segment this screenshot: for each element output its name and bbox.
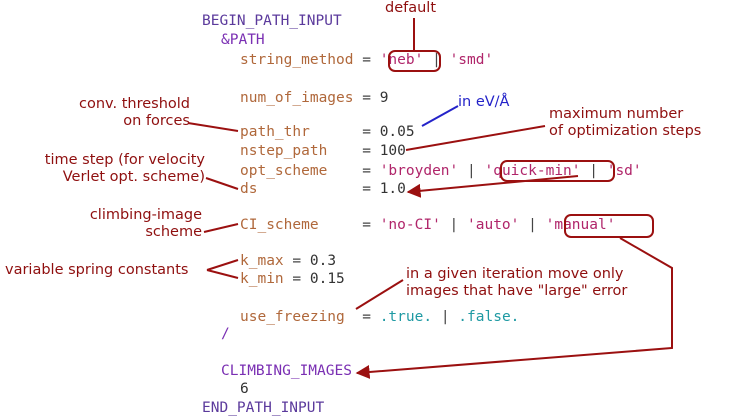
separator: |	[449, 217, 459, 233]
conv-threshold-label: conv. threshold on forces	[79, 96, 190, 129]
line-num-of-images: num_of_images = 9	[240, 90, 388, 107]
namelist-end-slash: /	[221, 326, 230, 342]
line-ds: ds = 1.0	[240, 181, 406, 198]
climbing-image-scheme-label: climbing-image scheme	[89, 207, 202, 240]
equals-sign: =	[292, 271, 302, 287]
value-nstep-path: 100	[379, 143, 406, 159]
line-ci-scheme: CI_scheme = 'no-CI' | 'auto' | 'manual'	[240, 217, 615, 234]
line-path-thr: path_thr = 0.05	[240, 124, 415, 141]
default-label: default	[385, 0, 437, 16]
var-nstep-path: nstep_path	[240, 143, 328, 159]
ci-scheme-connector	[203, 223, 239, 233]
var-use-freezing: use_freezing	[240, 309, 345, 325]
option-no-ci: 'no-CI'	[379, 217, 441, 233]
time-step-connector	[205, 177, 239, 190]
manual-climbing-arrow	[355, 237, 673, 379]
equals-sign: =	[362, 124, 371, 140]
value-num-of-images: 9	[379, 90, 389, 106]
equals-sign: =	[362, 309, 371, 325]
freezing-connector	[355, 279, 404, 310]
separator: |	[467, 163, 476, 179]
climbing-images-value: 6	[240, 381, 249, 397]
in-ev-label: in eV/Å	[458, 94, 510, 110]
line-use-freezing: use_freezing = .true. | .false.	[240, 309, 519, 326]
conv-threshold-connector	[187, 122, 239, 132]
option-quick-min: 'quick-min'	[484, 163, 581, 179]
value-path-thr: 0.05	[379, 124, 415, 140]
line-k-min: k_min = 0.15	[240, 271, 345, 288]
separator: |	[528, 217, 537, 233]
equals-sign: =	[362, 90, 371, 106]
value-ds: 1.0	[379, 181, 406, 197]
equals-sign: =	[362, 52, 371, 68]
option-manual: 'manual'	[545, 217, 616, 233]
option-smd: 'smd'	[449, 52, 494, 68]
var-opt-scheme: opt_scheme	[240, 163, 328, 179]
separator: |	[432, 52, 441, 68]
equals-sign: =	[362, 217, 371, 233]
line-opt-scheme: opt_scheme = 'broyden' | 'quick-min' | '…	[240, 163, 642, 180]
manual-highlight-box	[564, 214, 654, 238]
quick-min-ds-arrow	[406, 175, 579, 198]
option-sd: 'sd'	[606, 163, 642, 179]
var-k-max: k_max	[240, 253, 284, 269]
option-true: .true.	[379, 309, 433, 325]
var-ds: ds	[240, 181, 258, 197]
max-steps-label: maximum number of optimization steps	[549, 106, 702, 139]
end-keyword: END_PATH_INPUT	[202, 400, 325, 416]
var-string-method: string_method	[240, 52, 354, 68]
option-auto: 'auto'	[467, 217, 520, 233]
var-k-min: k_min	[240, 271, 284, 287]
option-broyden: 'broyden'	[379, 163, 459, 179]
equals-sign: =	[362, 143, 371, 159]
k-min-connector	[206, 269, 239, 279]
default-highlight-box	[388, 50, 441, 72]
quick-min-highlight-box	[500, 160, 615, 182]
var-num-of-images: num_of_images	[240, 90, 354, 106]
line-string-method: string_method = 'neb' | 'smd'	[240, 52, 493, 69]
equals-sign: =	[292, 253, 302, 269]
equals-sign: =	[362, 181, 371, 197]
max-steps-connector	[405, 125, 546, 151]
equals-sign: =	[362, 163, 371, 179]
separator: |	[589, 163, 598, 179]
time-step-label: time step (for velocity Verlet opt. sche…	[44, 152, 205, 185]
spring-constants-label: variable spring constants	[5, 262, 189, 278]
option-false: .false.	[458, 309, 520, 325]
namelist-name: &PATH	[221, 32, 265, 48]
value-k-max: 0.3	[309, 253, 337, 269]
k-max-connector	[206, 259, 239, 271]
separator: |	[440, 309, 450, 325]
begin-keyword: BEGIN_PATH_INPUT	[202, 13, 342, 29]
line-nstep-path: nstep_path = 100	[240, 143, 406, 160]
in-ev-connector	[421, 105, 459, 127]
climbing-images-card: CLIMBING_IMAGES	[221, 363, 352, 379]
freezing-label: in a given iteration move only images th…	[406, 266, 628, 299]
value-k-min: 0.15	[309, 271, 345, 287]
line-k-max: k_max = 0.3	[240, 253, 336, 270]
var-path-thr: path_thr	[240, 124, 310, 140]
var-ci-scheme: CI_scheme	[240, 217, 319, 233]
